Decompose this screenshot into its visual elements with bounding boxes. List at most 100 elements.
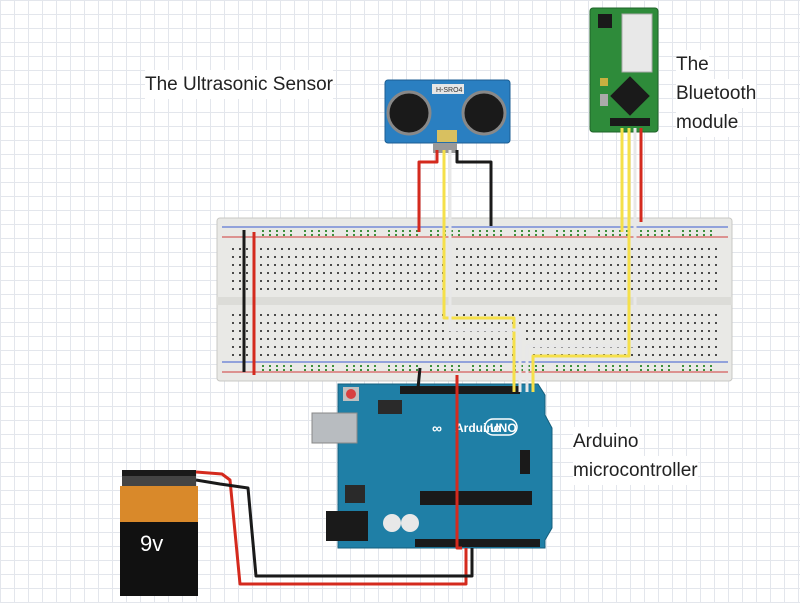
breadboard-hole xyxy=(295,272,297,274)
breadboard-hole xyxy=(435,338,437,340)
breadboard-hole xyxy=(477,272,479,274)
breadboard-hole xyxy=(400,346,402,348)
breadboard-hole xyxy=(701,256,703,258)
breadboard-hole xyxy=(498,314,500,316)
breadboard-hole xyxy=(715,256,717,258)
breadboard-hole xyxy=(673,354,675,356)
breadboard-hole xyxy=(603,264,605,266)
breadboard-rail-hole xyxy=(374,365,376,367)
breadboard-hole xyxy=(589,280,591,282)
breadboard-rail-hole xyxy=(542,230,544,232)
breadboard-hole xyxy=(631,280,633,282)
breadboard-hole xyxy=(295,338,297,340)
breadboard-hole xyxy=(260,256,262,258)
breadboard-rail-hole xyxy=(451,369,453,371)
breadboard-hole xyxy=(547,272,549,274)
breadboard-hole xyxy=(568,280,570,282)
breadboard-hole xyxy=(484,354,486,356)
breadboard-hole xyxy=(428,322,430,324)
breadboard-hole xyxy=(617,248,619,250)
breadboard-hole xyxy=(288,280,290,282)
breadboard-rail-hole xyxy=(647,369,649,371)
breadboard-hole xyxy=(582,264,584,266)
breadboard-hole xyxy=(316,248,318,250)
breadboard-hole xyxy=(246,256,248,258)
breadboard-hole xyxy=(701,288,703,290)
breadboard-hole xyxy=(610,264,612,266)
breadboard-hole xyxy=(316,338,318,340)
breadboard-hole xyxy=(239,272,241,274)
breadboard-hole xyxy=(316,346,318,348)
breadboard-hole xyxy=(379,314,381,316)
breadboard-rail-hole xyxy=(696,230,698,232)
breadboard-hole xyxy=(267,256,269,258)
breadboard-hole xyxy=(358,314,360,316)
breadboard-hole xyxy=(232,280,234,282)
breadboard-hole xyxy=(281,288,283,290)
wire-bb-gnd xyxy=(409,367,422,394)
breadboard-hole xyxy=(351,314,353,316)
breadboard-hole xyxy=(694,346,696,348)
breadboard-hole xyxy=(407,288,409,290)
breadboard-hole xyxy=(316,330,318,332)
breadboard-hole xyxy=(701,338,703,340)
breadboard-hole xyxy=(652,248,654,250)
breadboard-hole xyxy=(491,256,493,258)
breadboard-hole xyxy=(407,264,409,266)
breadboard-hole xyxy=(491,322,493,324)
breadboard-hole xyxy=(414,256,416,258)
breadboard-hole xyxy=(617,280,619,282)
breadboard-rail-hole xyxy=(521,230,523,232)
breadboard-hole xyxy=(358,354,360,356)
breadboard-hole xyxy=(554,330,556,332)
breadboard-hole xyxy=(673,256,675,258)
breadboard-hole xyxy=(596,288,598,290)
breadboard-hole xyxy=(575,264,577,266)
breadboard-hole xyxy=(337,248,339,250)
breadboard-hole xyxy=(659,330,661,332)
breadboard-hole xyxy=(393,272,395,274)
breadboard-hole xyxy=(281,280,283,282)
breadboard-rail-hole xyxy=(437,365,439,367)
breadboard-hole xyxy=(673,280,675,282)
breadboard-rail-hole xyxy=(682,230,684,232)
breadboard-hole xyxy=(631,248,633,250)
breadboard-rail-hole xyxy=(556,365,558,367)
breadboard-hole xyxy=(260,248,262,250)
breadboard-hole xyxy=(351,322,353,324)
breadboard-hole xyxy=(456,248,458,250)
breadboard-hole xyxy=(400,322,402,324)
breadboard-hole xyxy=(666,322,668,324)
breadboard-hole xyxy=(673,346,675,348)
breadboard-hole xyxy=(561,272,563,274)
breadboard-hole xyxy=(337,272,339,274)
breadboard-hole xyxy=(519,272,521,274)
breadboard-hole xyxy=(540,322,542,324)
bluetooth-label-line2: Bluetooth xyxy=(676,79,757,108)
breadboard-hole xyxy=(246,330,248,332)
breadboard-hole xyxy=(603,272,605,274)
breadboard-hole xyxy=(596,280,598,282)
breadboard-hole xyxy=(533,330,535,332)
breadboard-hole xyxy=(652,346,654,348)
breadboard-rail-hole xyxy=(626,365,628,367)
breadboard-hole xyxy=(484,346,486,348)
breadboard-rail-hole xyxy=(304,234,306,236)
breadboard-rail-hole xyxy=(605,369,607,371)
breadboard-hole xyxy=(561,288,563,290)
breadboard-hole xyxy=(463,322,465,324)
breadboard-hole xyxy=(400,280,402,282)
wires xyxy=(195,128,643,586)
breadboard-hole xyxy=(624,288,626,290)
breadboard-hole xyxy=(400,330,402,332)
breadboard-hole xyxy=(631,354,633,356)
breadboard-rail-hole xyxy=(563,369,565,371)
breadboard-hole xyxy=(498,354,500,356)
breadboard-rail-hole xyxy=(654,234,656,236)
breadboard-hole xyxy=(526,288,528,290)
breadboard-rail-hole xyxy=(486,234,488,236)
breadboard-hole xyxy=(617,288,619,290)
breadboard-rail-hole xyxy=(703,234,705,236)
breadboard-hole xyxy=(316,280,318,282)
breadboard-hole xyxy=(365,264,367,266)
